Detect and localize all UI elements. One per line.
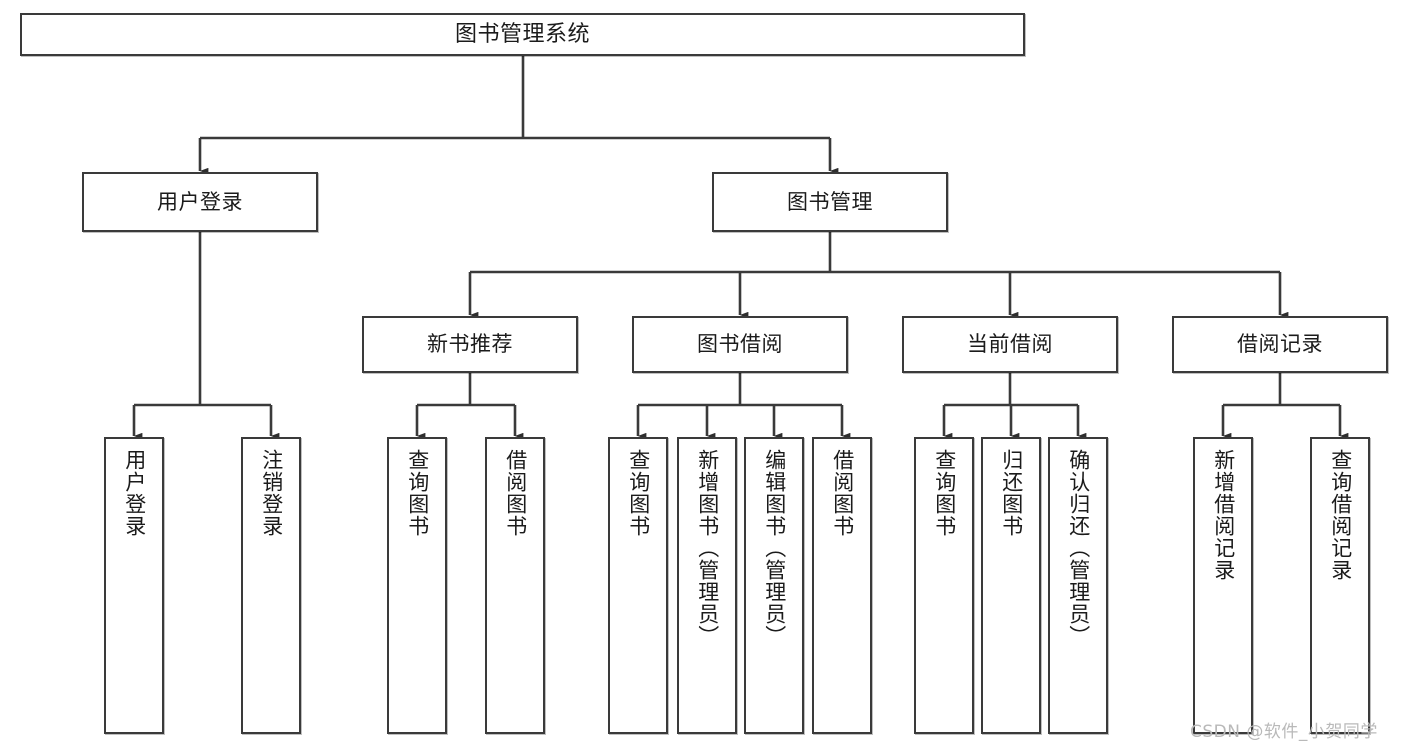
- node-label: 查询图书: [405, 449, 430, 537]
- node-label: 借阅记录: [1237, 332, 1323, 357]
- node-l2-current[interactable]: 当前借阅: [902, 316, 1118, 373]
- node-label: 新增借阅记录: [1211, 449, 1236, 581]
- node-label: 图书借阅: [697, 332, 783, 357]
- node-l2-newbook[interactable]: 新书推荐: [362, 316, 578, 373]
- node-label: 编辑图书（管理员）: [762, 449, 787, 647]
- node-l2-borrow[interactable]: 图书借阅: [632, 316, 848, 373]
- node-l3-b1[interactable]: 查询图书: [387, 437, 447, 734]
- node-label: 图书管理系统: [454, 21, 590, 47]
- node-label: 用户登录: [122, 449, 147, 537]
- node-label: 新书推荐: [427, 332, 513, 357]
- node-l3-d3[interactable]: 确认归还（管理员）: [1048, 437, 1108, 734]
- node-root[interactable]: 图书管理系统: [20, 13, 1025, 56]
- node-l3-a1[interactable]: 用户登录: [104, 437, 164, 734]
- node-label: 归还图书: [999, 449, 1024, 537]
- node-l1-login[interactable]: 用户登录: [82, 172, 318, 232]
- node-l3-b2[interactable]: 借阅图书: [485, 437, 545, 734]
- node-label: 新增图书（管理员）: [695, 449, 720, 647]
- node-l3-d1[interactable]: 查询图书: [914, 437, 974, 734]
- node-l3-e2[interactable]: 查询借阅记录: [1310, 437, 1370, 734]
- node-label: 借阅图书: [830, 449, 855, 537]
- node-label: 图书管理: [787, 189, 873, 214]
- node-l3-e1[interactable]: 新增借阅记录: [1193, 437, 1253, 734]
- edge-paths: [132, 56, 1349, 440]
- node-label: 借阅图书: [503, 449, 528, 537]
- node-label: 查询借阅记录: [1328, 449, 1353, 581]
- node-label: 用户登录: [157, 189, 243, 214]
- node-l3-a2[interactable]: 注销登录: [241, 437, 301, 734]
- node-label: 注销登录: [259, 449, 284, 537]
- node-label: 当前借阅: [967, 332, 1053, 357]
- watermark-label: CSDN @软件_小贺同学: [1190, 722, 1378, 742]
- node-l3-d2[interactable]: 归还图书: [981, 437, 1041, 734]
- node-label: 查询图书: [932, 449, 957, 537]
- node-l3-c3[interactable]: 编辑图书（管理员）: [744, 437, 804, 734]
- node-l1-bookmgmt[interactable]: 图书管理: [712, 172, 948, 232]
- node-label: 查询图书: [626, 449, 651, 537]
- node-l3-c2[interactable]: 新增图书（管理员）: [677, 437, 737, 734]
- node-l2-record[interactable]: 借阅记录: [1172, 316, 1388, 373]
- node-l3-c4[interactable]: 借阅图书: [812, 437, 872, 734]
- node-label: 确认归还（管理员）: [1066, 449, 1091, 647]
- node-l3-c1[interactable]: 查询图书: [608, 437, 668, 734]
